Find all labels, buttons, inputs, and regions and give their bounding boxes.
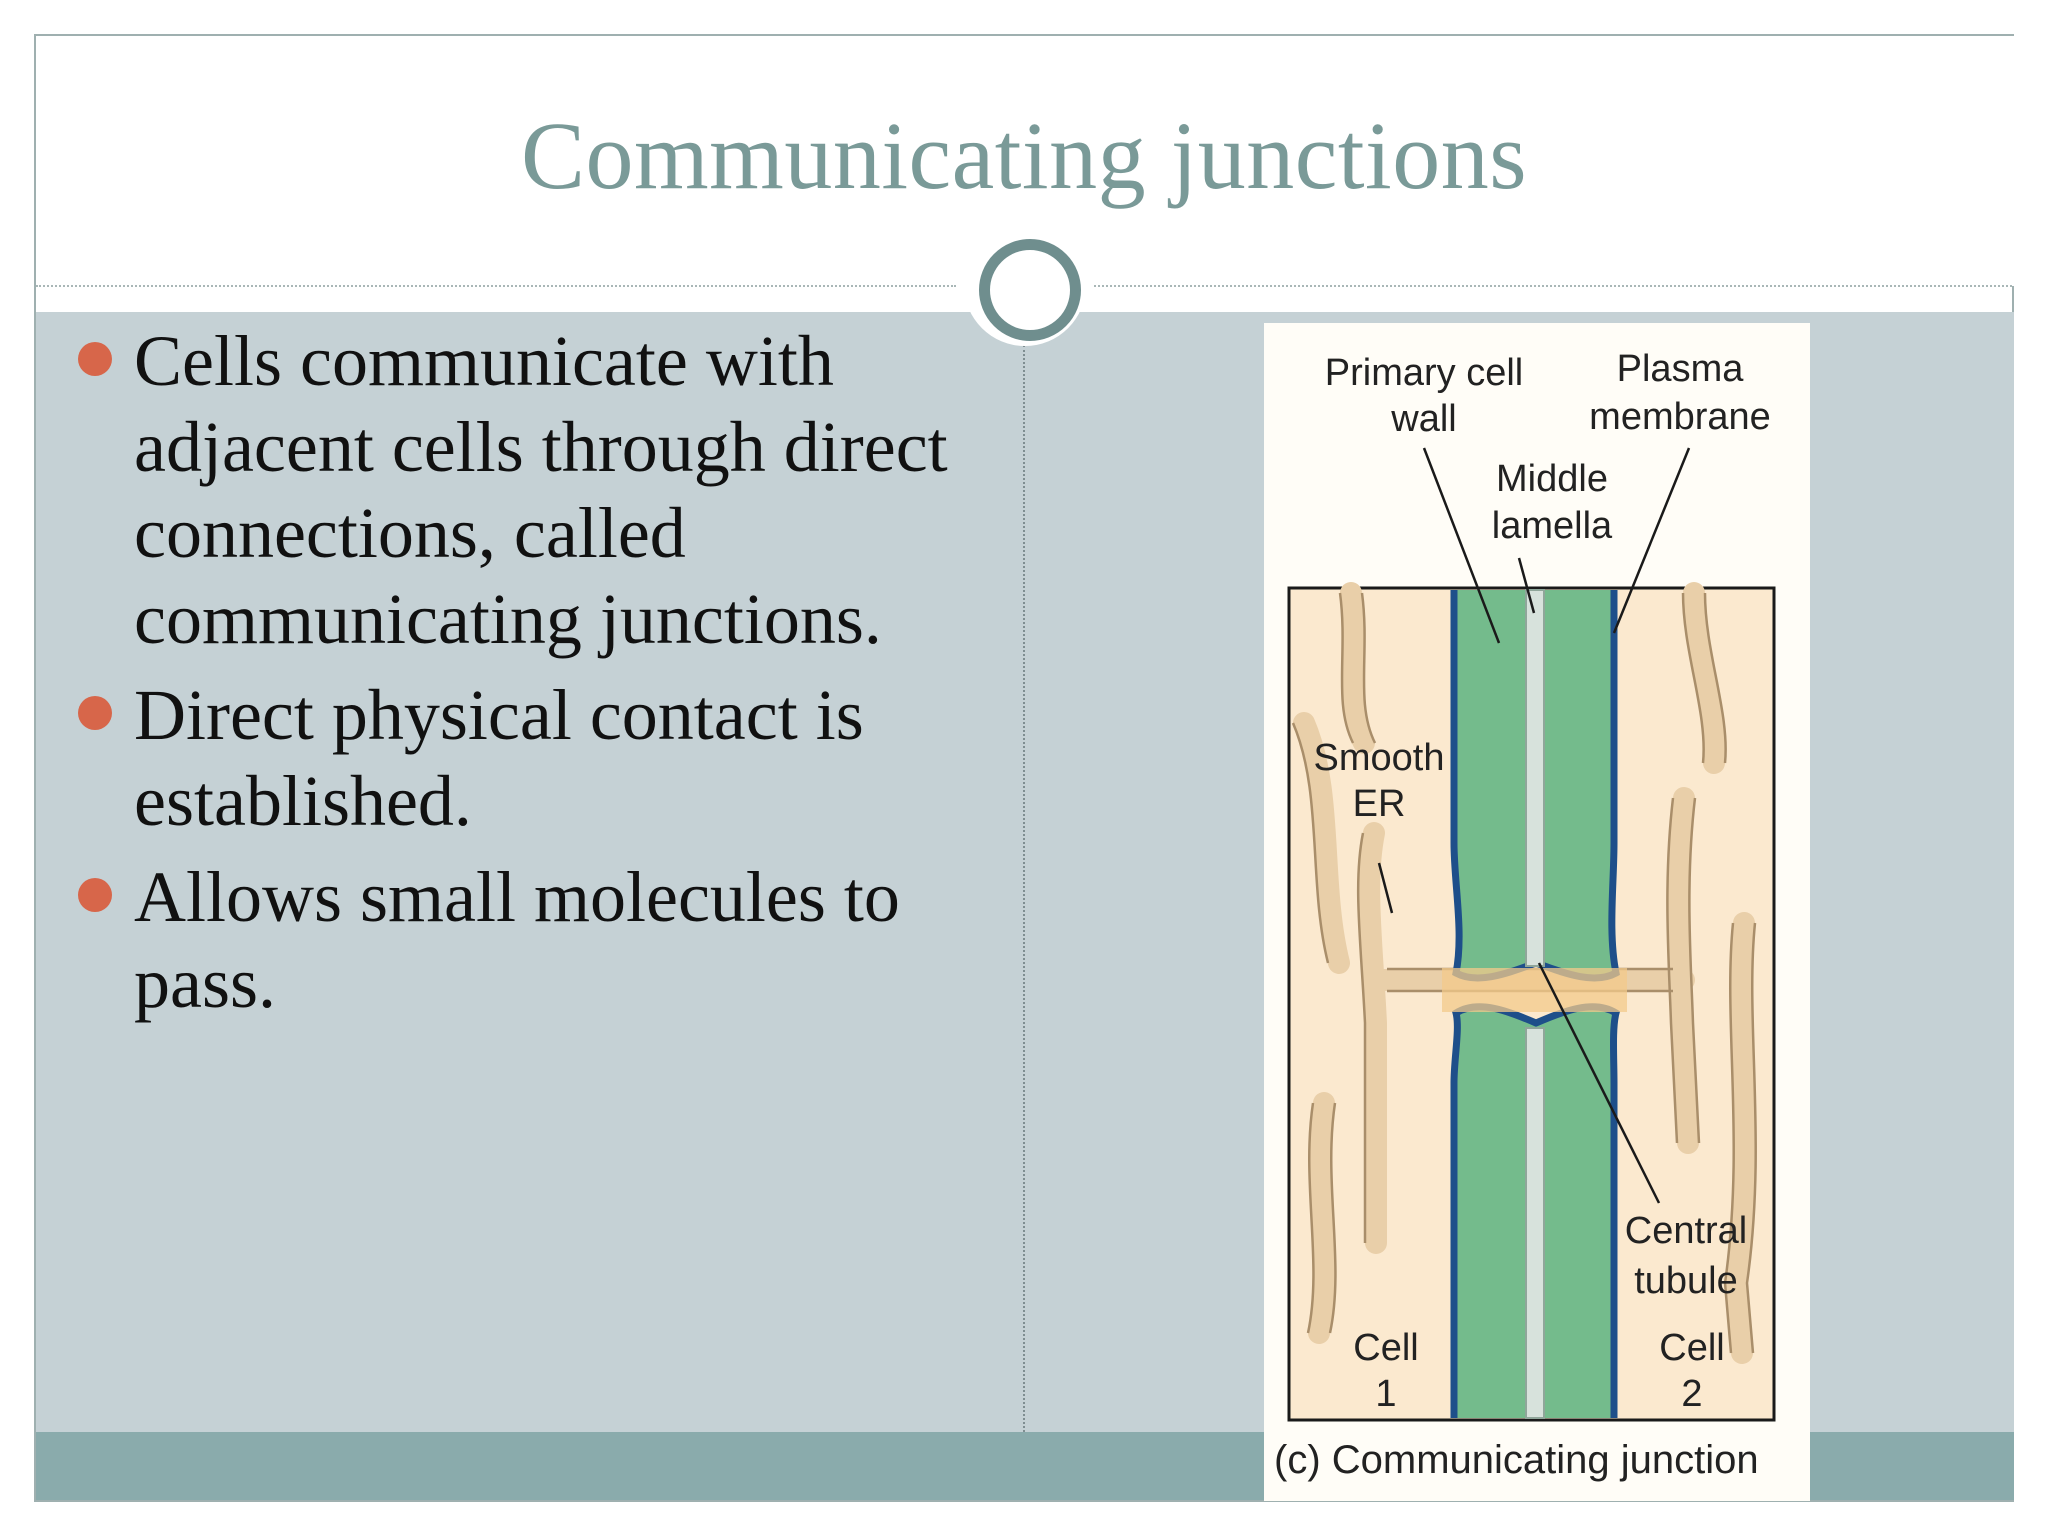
bullet-item: Allows small molecules to pass. — [76, 854, 976, 1026]
label-cell-1-line2: 1 — [1375, 1373, 1396, 1415]
column-divider — [1023, 345, 1025, 1432]
label-primary-cell-wall-line1: Primary cell — [1325, 352, 1523, 394]
label-middle-lamella-line2: lamella — [1492, 505, 1613, 547]
bullet-text: Cells communicate with adjacent cells th… — [134, 321, 948, 659]
label-middle-lamella-line1: Middle — [1496, 458, 1608, 500]
junction-diagram: Primary cell wall Plasma membrane Middle… — [1274, 348, 1776, 1482]
leader-lines — [1377, 447, 1691, 1204]
bullet-text: Allows small molecules to pass. — [134, 857, 900, 1023]
title-ornament-ring-icon — [979, 239, 1081, 341]
figure-caption: (c) Communicating junction — [1274, 1438, 1759, 1482]
label-cell-1-line1: Cell — [1353, 1327, 1418, 1369]
label-plasma-membrane-line1: Plasma — [1617, 348, 1745, 390]
title-divider-right — [1094, 285, 2012, 287]
title-divider-left — [36, 285, 956, 287]
label-central-tubule-line1: Central — [1625, 1210, 1748, 1252]
middle-lamella-lower — [1525, 1027, 1545, 1419]
central-channel — [1442, 968, 1627, 1012]
label-cell-2-line2: 2 — [1681, 1373, 1702, 1415]
label-plasma-membrane-line2: membrane — [1589, 396, 1771, 438]
middle-lamella-upper — [1525, 589, 1545, 967]
bullet-dot-icon — [78, 342, 112, 376]
bullet-dot-icon — [78, 696, 112, 730]
bullet-dot-icon — [78, 878, 112, 912]
bullet-item: Cells communicate with adjacent cells th… — [76, 318, 976, 662]
smooth-er-outlines — [1291, 592, 1757, 1354]
label-cell-2-line1: Cell — [1659, 1327, 1724, 1369]
slide-title: Communicating junctions — [520, 102, 1528, 209]
bullet-list: Cells communicate with adjacent cells th… — [76, 318, 976, 1036]
label-smooth-er-line2: ER — [1353, 783, 1406, 825]
label-central-tubule-line2: tubule — [1634, 1260, 1738, 1302]
label-smooth-er-line1: Smooth — [1314, 737, 1445, 779]
lower-plasma-membrane — [1450, 1003, 1621, 1418]
bullet-item: Direct physical contact is established. — [76, 672, 976, 844]
label-primary-cell-wall-line2: wall — [1390, 398, 1456, 440]
junction-figure: Primary cell wall Plasma membrane Middle… — [1264, 323, 1810, 1501]
bullet-text: Direct physical contact is established. — [134, 675, 864, 841]
